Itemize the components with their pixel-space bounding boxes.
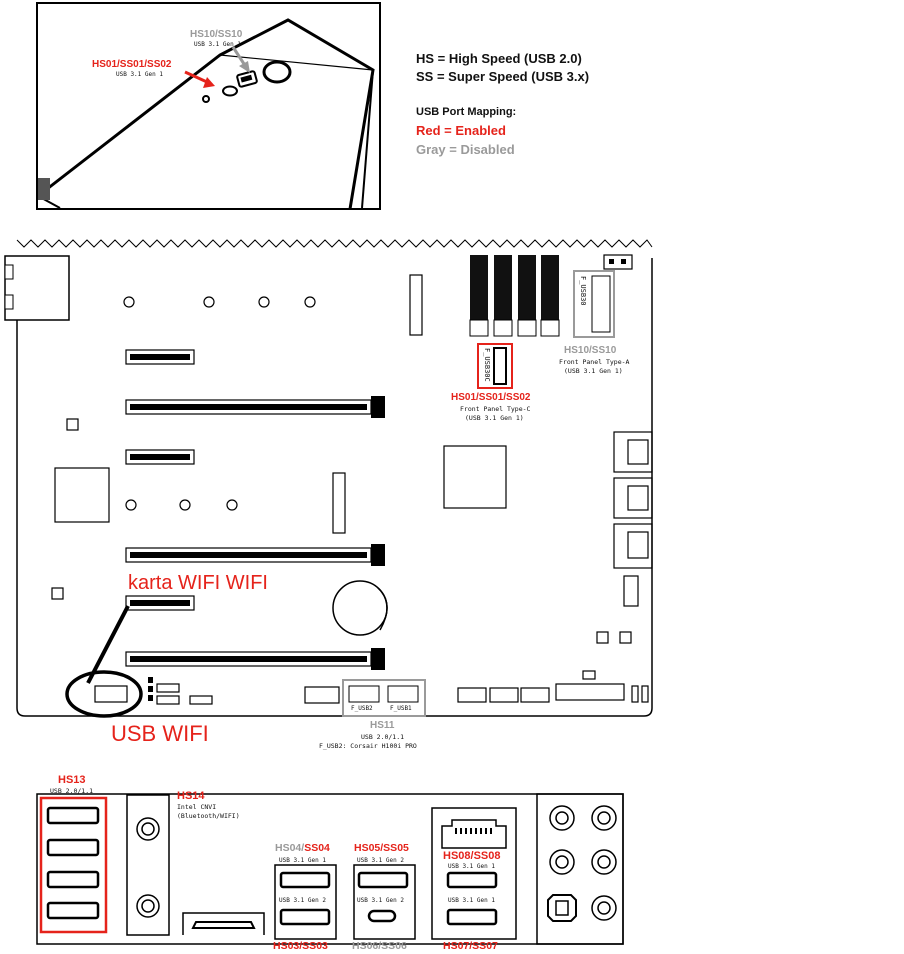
motherboard	[4, 239, 653, 718]
hs03-title: HS03/SS03	[273, 940, 328, 952]
legend-enabled: Red = Enabled	[416, 123, 506, 138]
hs08-spec: USB 3.1 Gen 1	[448, 863, 495, 870]
hs06-spec: USB 3.1 Gen 2	[357, 897, 404, 904]
hs05-spec: USB 3.1 Gen 2	[357, 857, 404, 864]
f-usb2-label: F_USB2	[351, 705, 373, 712]
rear-io-panel	[36, 793, 624, 945]
hs05-title: HS05/SS05	[354, 842, 409, 854]
f-usb30-header	[573, 270, 615, 338]
hs10-board-title: HS10/SS10	[564, 345, 617, 356]
hs10-board-desc2: (USB 3.1 Gen 1)	[564, 367, 623, 375]
hs07-spec: USB 3.1 Gen 1	[448, 897, 495, 904]
hs01-board-desc2: (USB 3.1 Gen 1)	[465, 414, 524, 422]
f-usb-group-outline	[342, 679, 426, 717]
hs06-title: HS06/SS06	[352, 940, 407, 952]
f-usb30-label: F_USB30	[579, 276, 587, 306]
hs04-title: HS04/SS04	[275, 843, 330, 854]
legend-hs-definition: HS = High Speed (USB 2.0)	[416, 51, 582, 66]
hs13-usb-port-3	[46, 870, 100, 889]
hs01-board-title: HS01/SS01/SS02	[451, 392, 531, 403]
f-usb30c-header	[477, 343, 513, 389]
case-usb-c-port	[222, 85, 238, 97]
hs07-title: HS07/SS07	[443, 940, 498, 952]
hs01-board-desc1: Front Panel Type-C	[460, 405, 531, 413]
legend-disabled: Gray = Disabled	[416, 142, 515, 157]
case-inset	[36, 2, 381, 210]
f-usb30c-label: F_USB30C	[483, 348, 491, 382]
hs14-title: HS14	[177, 790, 205, 802]
hs14-desc1: Intel CNVI	[177, 803, 217, 811]
case-audio-jack	[202, 95, 210, 103]
hs04-red-part: SS04	[304, 842, 330, 854]
hs13-usb-port-4	[46, 901, 100, 920]
case-hs10-label: HS10/SS10	[190, 29, 243, 40]
usb-wifi-circle	[65, 670, 143, 718]
hs11-desc1: USB 2.0/1.1	[361, 733, 405, 741]
hs08-title: HS08/SS08	[443, 850, 501, 862]
pcie-x16-slots	[125, 396, 385, 670]
pcie-x1-slots	[125, 349, 195, 611]
legend-ss-definition: SS = Super Speed (USB 3.x)	[416, 69, 590, 84]
hs11-title: HS11	[370, 720, 395, 731]
legend-mapping-title: USB Port Mapping:	[416, 106, 517, 118]
case-hs01-label: HS01/SS01/SS02	[92, 59, 172, 70]
case-hs10-spec: USB 3.1 Gen 1	[194, 41, 241, 48]
hs13-spec: USB 2.0/1.1	[50, 787, 94, 795]
hs04-gray-part: HS04/	[275, 842, 305, 854]
f-usb1-label: F_USB1	[390, 705, 412, 712]
annotation-wifi-card: karta WIFI WIFI	[128, 572, 268, 594]
hs03-spec: USB 3.1 Gen 2	[279, 897, 326, 904]
hs04-spec: USB 3.1 Gen 1	[279, 857, 326, 864]
hs10-board-desc1: Front Panel Type-A	[559, 358, 630, 366]
case-top-button	[262, 60, 292, 84]
case-hs01-spec: USB 3.1 Gen 1	[116, 71, 163, 78]
dimm-slots	[469, 255, 560, 337]
hs11-desc2: F_USB2: Corsair H100i PRO	[319, 742, 417, 750]
annotation-usb-wifi: USB WIFI	[111, 721, 209, 746]
hs13-usb-port-2	[46, 838, 100, 857]
hs13-usb-port-1	[46, 806, 100, 825]
hs14-desc2: (Bluetooth/WIFI)	[177, 812, 240, 820]
hs13-title: HS13	[58, 774, 86, 786]
